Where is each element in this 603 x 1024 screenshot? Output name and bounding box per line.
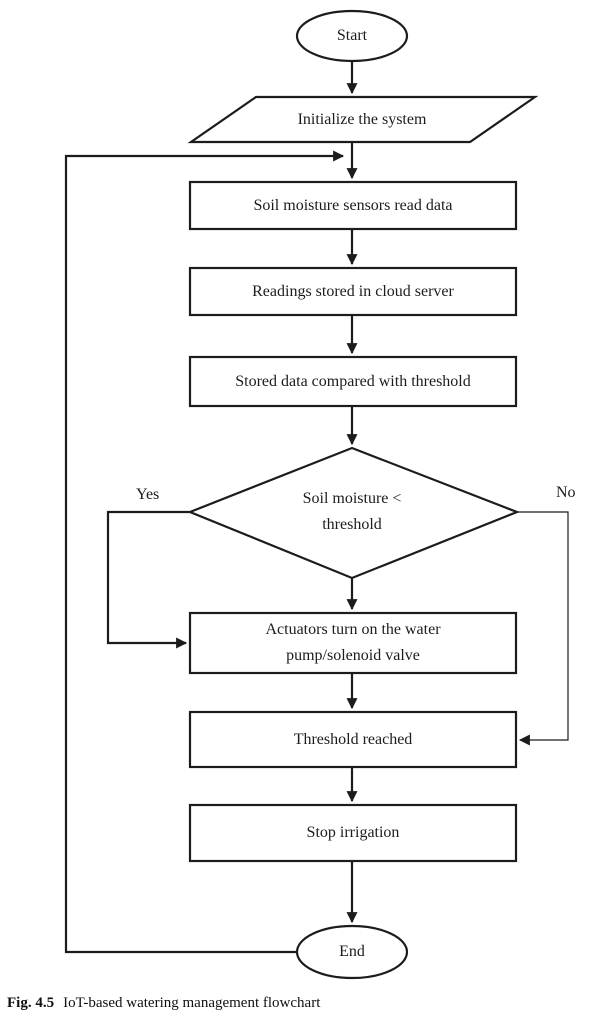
edge-yes-path bbox=[106, 510, 190, 649]
stop-irrigation-process-shape bbox=[188, 803, 518, 863]
yes-branch-label: Yes bbox=[136, 486, 160, 503]
store-readings-process-shape bbox=[188, 266, 518, 317]
figure-caption-number: Fig. 4.5 bbox=[7, 995, 55, 1011]
read-data-process-shape bbox=[188, 180, 518, 231]
end-terminator-shape bbox=[295, 924, 409, 980]
figure-caption: Fig. 4.5 IoT-based watering management fl… bbox=[7, 995, 320, 1012]
initialize-parallelogram-shape bbox=[187, 95, 539, 144]
edge-no-path bbox=[516, 511, 569, 746]
decision-diamond-shape bbox=[187, 446, 521, 580]
edge-loopback-end-to-top bbox=[64, 150, 345, 954]
compare-process-shape bbox=[188, 355, 518, 408]
threshold-reached-process-shape bbox=[188, 710, 518, 769]
figure-caption-text: IoT-based watering management flowchart bbox=[63, 995, 321, 1011]
start-terminator-shape bbox=[295, 9, 409, 63]
actuators-process-shape bbox=[188, 611, 518, 675]
no-branch-label: No bbox=[556, 484, 576, 501]
